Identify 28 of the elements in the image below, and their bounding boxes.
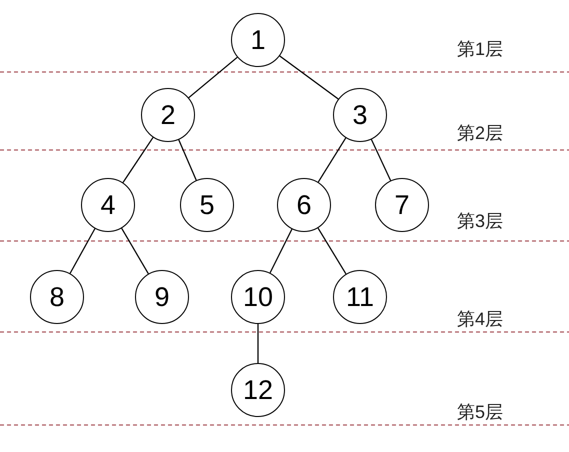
level-label: 第4层 <box>457 308 504 331</box>
tree-node-circle: 1 <box>231 13 285 67</box>
tree-edge <box>122 137 154 183</box>
level-label: 第3层 <box>457 210 504 233</box>
tree-edge <box>270 228 292 274</box>
tree-edge <box>70 228 96 274</box>
tree-node-circle: 7 <box>375 178 429 232</box>
tree-edge <box>370 139 392 181</box>
tree-edge <box>178 140 197 180</box>
tree-edge <box>188 56 238 98</box>
tree-node-circle: 3 <box>333 88 387 142</box>
tree-edge <box>279 56 339 100</box>
level-label: 第5层 <box>457 401 504 424</box>
tree-node-circle: 4 <box>81 178 135 232</box>
tree-node-circle: 11 <box>333 270 387 324</box>
tree-edge <box>318 228 346 274</box>
tree-edge <box>121 228 149 274</box>
level-label: 第2层 <box>457 122 504 145</box>
tree-node-circle: 5 <box>180 178 234 232</box>
tree-node-circle: 2 <box>141 88 195 142</box>
tree-edge <box>257 324 259 363</box>
level-label: 第1层 <box>457 38 504 61</box>
tree-node-circle: 9 <box>135 270 189 324</box>
tree-node-circle: 10 <box>231 270 285 324</box>
tree-node-circle: 8 <box>30 270 84 324</box>
tree-node-circle: 12 <box>231 363 285 417</box>
tree-node-circle: 6 <box>277 178 331 232</box>
tree-edge <box>318 138 346 182</box>
